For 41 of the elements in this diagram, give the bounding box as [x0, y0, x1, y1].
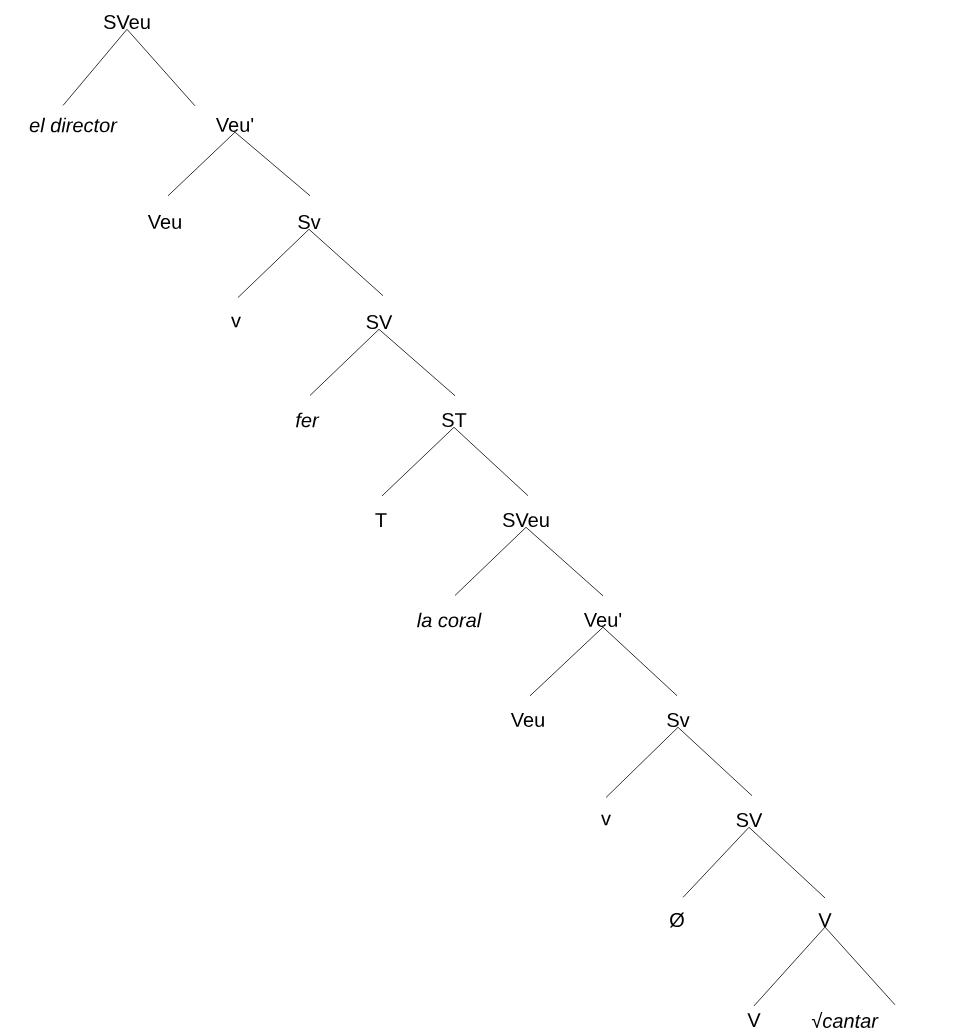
tree-branch: [309, 328, 380, 396]
tree-label: v: [231, 316, 241, 328]
tree-branch: [753, 926, 826, 1007]
tree-label: SVeu: [104, 14, 150, 30]
tree-label: fer: [296, 412, 320, 428]
tree-branch: [308, 228, 384, 297]
tree-branch: [605, 726, 679, 798]
tree-branch: [237, 228, 310, 298]
tree-label: v: [601, 814, 611, 826]
tree-label: el director: [29, 117, 118, 133]
tree-label: √cantar: [811, 1012, 879, 1028]
tree-label: Sv: [667, 712, 690, 728]
tree-branch: [677, 726, 753, 797]
tree-label: Ø: [669, 912, 685, 928]
tree-label: V: [747, 1013, 761, 1027]
tree-branch: [378, 328, 456, 397]
tree-label: SVeu: [503, 512, 549, 528]
tree-branch: [234, 131, 311, 197]
tree-branch: [62, 28, 128, 106]
tree-branch: [529, 626, 604, 697]
tree-label: SV: [366, 314, 393, 330]
tree-label: ST: [442, 412, 467, 428]
tree-label: Veu': [583, 613, 622, 627]
tree-branch: [167, 131, 236, 197]
tree-branch: [824, 926, 896, 1006]
tree-label: Veu: [510, 713, 544, 727]
tree-label: Veu': [215, 118, 254, 132]
tree-branch: [381, 426, 455, 497]
tree-label: la coral: [417, 612, 482, 628]
tree-branch: [126, 28, 196, 107]
tree-label: T: [375, 513, 387, 527]
tree-label: SV: [736, 812, 763, 828]
tree-branch: [602, 626, 678, 697]
tree-branch: [748, 826, 826, 899]
tree-branch: [453, 426, 529, 497]
tree-branch: [682, 826, 750, 898]
tree-label: V: [818, 913, 832, 927]
tree-branch: [454, 526, 527, 596]
tree-label: Sv: [298, 214, 321, 230]
tree-branch: [525, 526, 604, 597]
tree-label: Veu: [147, 215, 181, 229]
